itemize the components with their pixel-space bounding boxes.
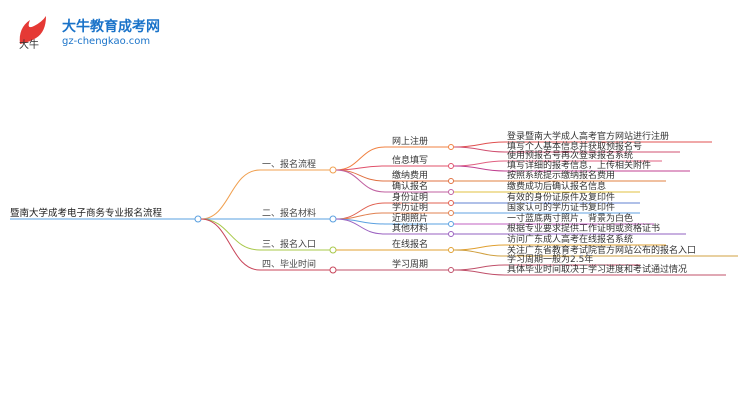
site-header: 大牛 大牛教育成考网 gz-chengkao.com: [8, 14, 178, 54]
b3-child-1: 在线报名: [392, 240, 429, 250]
b1-child-2: 信息填写: [392, 156, 429, 166]
branch-3-connector: [200, 218, 330, 251]
b2-child-4: 其他材料: [392, 224, 429, 234]
root-node: 暨南大学成考电子商务专业报名流程: [10, 208, 163, 219]
leaf-text: 根据专业要求提供工作证明或资格证书: [507, 224, 661, 234]
leaf-text: 有效的身份证原件及复印件: [507, 193, 616, 203]
branch-1-dot: [329, 166, 337, 174]
leaf-text: 一寸蓝底两寸照片，背景为白色: [507, 214, 634, 224]
branch-1-label: 一、报名流程: [262, 160, 317, 170]
b1-c4-connector: [335, 169, 448, 193]
brand-title[interactable]: 大牛教育成考网: [62, 19, 160, 35]
branch-4-dot: [329, 266, 337, 274]
b2-c4-connector: [335, 218, 448, 235]
leaf-text: 填写个人基本信息并获取预报名号: [507, 142, 643, 152]
leaf-text: 登录暨南大学成人高考官方网站进行注册: [507, 132, 670, 142]
leaf-connector: [453, 146, 680, 153]
b2-child-2: 学历证明: [392, 203, 429, 213]
b1-c2-connector: [335, 165, 448, 171]
branch-1-connector: [200, 169, 330, 220]
b2-child-3: 近期照片: [392, 214, 429, 224]
leaf-text: 具体毕业时间取决于学习进度和考试通过情况: [507, 265, 688, 275]
branch-2-label: 二、报名材料: [262, 209, 317, 219]
leaf-text: 缴费成功后确认报名信息: [507, 182, 607, 192]
branch-4-connector: [200, 218, 330, 271]
b1-child-1: 网上注册: [392, 137, 429, 147]
leaf-text: 国家认可的学历证书复印件: [507, 203, 616, 213]
brand-url[interactable]: gz-chengkao.com: [62, 36, 151, 47]
branch-2-dot: [329, 215, 337, 223]
leaf-text: 按照系统提示缴纳报名费用: [507, 171, 616, 181]
branch-3-label: 三、报名入口: [262, 240, 317, 250]
leaf-text: 填写详细的报考信息，上传相关附件: [507, 161, 652, 171]
leaf-text: 关注广东省教育考试院官方网站公布的报名入口: [507, 246, 697, 256]
leaf-text: 学习周期一般为2.5年: [507, 255, 594, 265]
root-node-dot: [194, 215, 202, 223]
logo-icon: 大牛: [16, 14, 50, 51]
branch-4-label: 四、毕业时间: [262, 260, 317, 270]
leaf-text: 访问广东成人高考在线报名系统: [507, 235, 634, 245]
leaf-connector: [453, 249, 738, 257]
b4-child-1: 学习周期: [392, 260, 429, 270]
branch-3-dot: [329, 246, 337, 254]
b1-child-3: 缴纳费用: [392, 171, 429, 181]
svg-text:大牛: 大牛: [19, 38, 39, 50]
leaf-connector: [453, 165, 690, 172]
b2-child-1: 身份证明: [392, 193, 429, 203]
leaf-text: 使用预报名号再次登录报名系统: [507, 151, 634, 161]
leaf-connector: [453, 269, 726, 276]
b1-c1-connector: [335, 146, 448, 171]
b1-child-4: 确认报名: [392, 182, 429, 192]
